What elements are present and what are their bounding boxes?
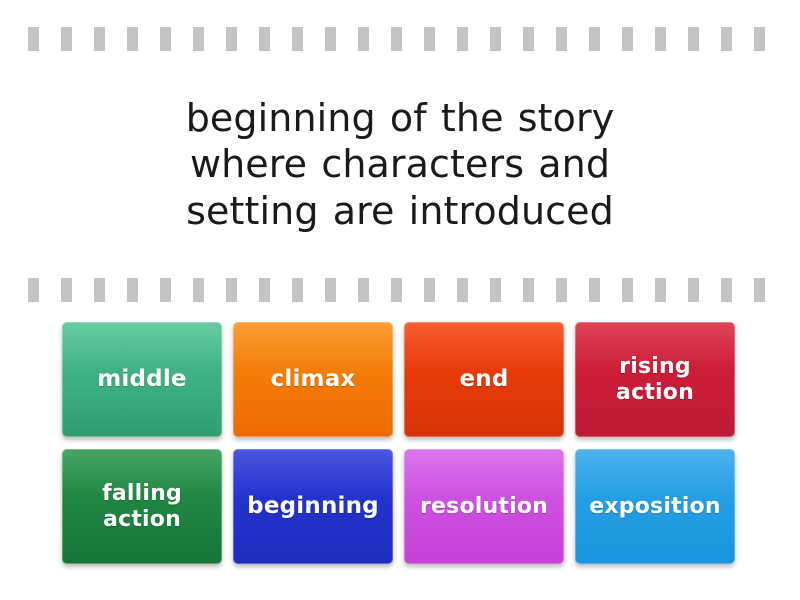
answer-tile-end[interactable]: end (404, 322, 564, 437)
separator-dash (754, 278, 765, 302)
separator-dash (94, 27, 105, 51)
separator-dash (721, 278, 732, 302)
separator-dash (622, 278, 633, 302)
separator-dash (391, 278, 402, 302)
separator-dash (193, 27, 204, 51)
separator-dash (490, 27, 501, 51)
separator-dash (589, 27, 600, 51)
separator-dash (523, 278, 534, 302)
separator-dash (28, 278, 39, 302)
answer-tile-middle[interactable]: middle (62, 322, 222, 437)
separator-dash (292, 278, 303, 302)
separator-dash (523, 27, 534, 51)
separator-dash (688, 278, 699, 302)
separator-dash (160, 27, 171, 51)
separator-dash (226, 278, 237, 302)
dashed-separator-top (0, 27, 800, 51)
answer-tile-label: rising action (616, 353, 694, 405)
answer-tile-label: falling action (102, 480, 182, 532)
answer-tile-exposition[interactable]: exposition (575, 449, 735, 564)
separator-dash (391, 27, 402, 51)
separator-dash (424, 27, 435, 51)
separator-dash (259, 278, 270, 302)
separator-dash (457, 27, 468, 51)
separator-dash (127, 27, 138, 51)
separator-dash (622, 27, 633, 51)
answer-tile-label: exposition (589, 493, 721, 519)
separator-dash (754, 27, 765, 51)
separator-dash (226, 27, 237, 51)
separator-dash (61, 27, 72, 51)
separator-dash (721, 27, 732, 51)
separator-dash (127, 278, 138, 302)
separator-dash (655, 278, 666, 302)
separator-dash (193, 278, 204, 302)
separator-dash (358, 278, 369, 302)
separator-dash (160, 278, 171, 302)
separator-dash (259, 27, 270, 51)
separator-dash (556, 27, 567, 51)
separator-dash (589, 278, 600, 302)
prompt-card: beginning of the story where characters … (0, 62, 800, 267)
answer-tile-label: climax (270, 365, 356, 392)
separator-dash (688, 27, 699, 51)
separator-dash (325, 27, 336, 51)
answer-tile-climax[interactable]: climax (233, 322, 393, 437)
separator-dash (358, 27, 369, 51)
separator-dash (556, 278, 567, 302)
separator-dash (292, 27, 303, 51)
separator-dash (457, 278, 468, 302)
answer-tile-grid: middle climax end rising action falling acti… (62, 322, 739, 564)
answer-tile-label: beginning (247, 492, 379, 519)
separator-dash (325, 278, 336, 302)
answer-tile-beginning[interactable]: beginning (233, 449, 393, 564)
separator-dash (28, 27, 39, 51)
separator-dash (94, 278, 105, 302)
separator-dash (655, 27, 666, 51)
answer-tile-resolution[interactable]: resolution (404, 449, 564, 564)
answer-tile-label: middle (97, 365, 187, 392)
separator-dash (490, 278, 501, 302)
prompt-text: beginning of the story where characters … (185, 95, 615, 233)
dashed-separator-middle (0, 278, 800, 302)
answer-tile-rising-action[interactable]: rising action (575, 322, 735, 437)
answer-tile-label: end (459, 365, 509, 392)
separator-dash (424, 278, 435, 302)
separator-dash (61, 278, 72, 302)
answer-tile-falling-action[interactable]: falling action (62, 449, 222, 564)
answer-tile-label: resolution (419, 493, 549, 519)
